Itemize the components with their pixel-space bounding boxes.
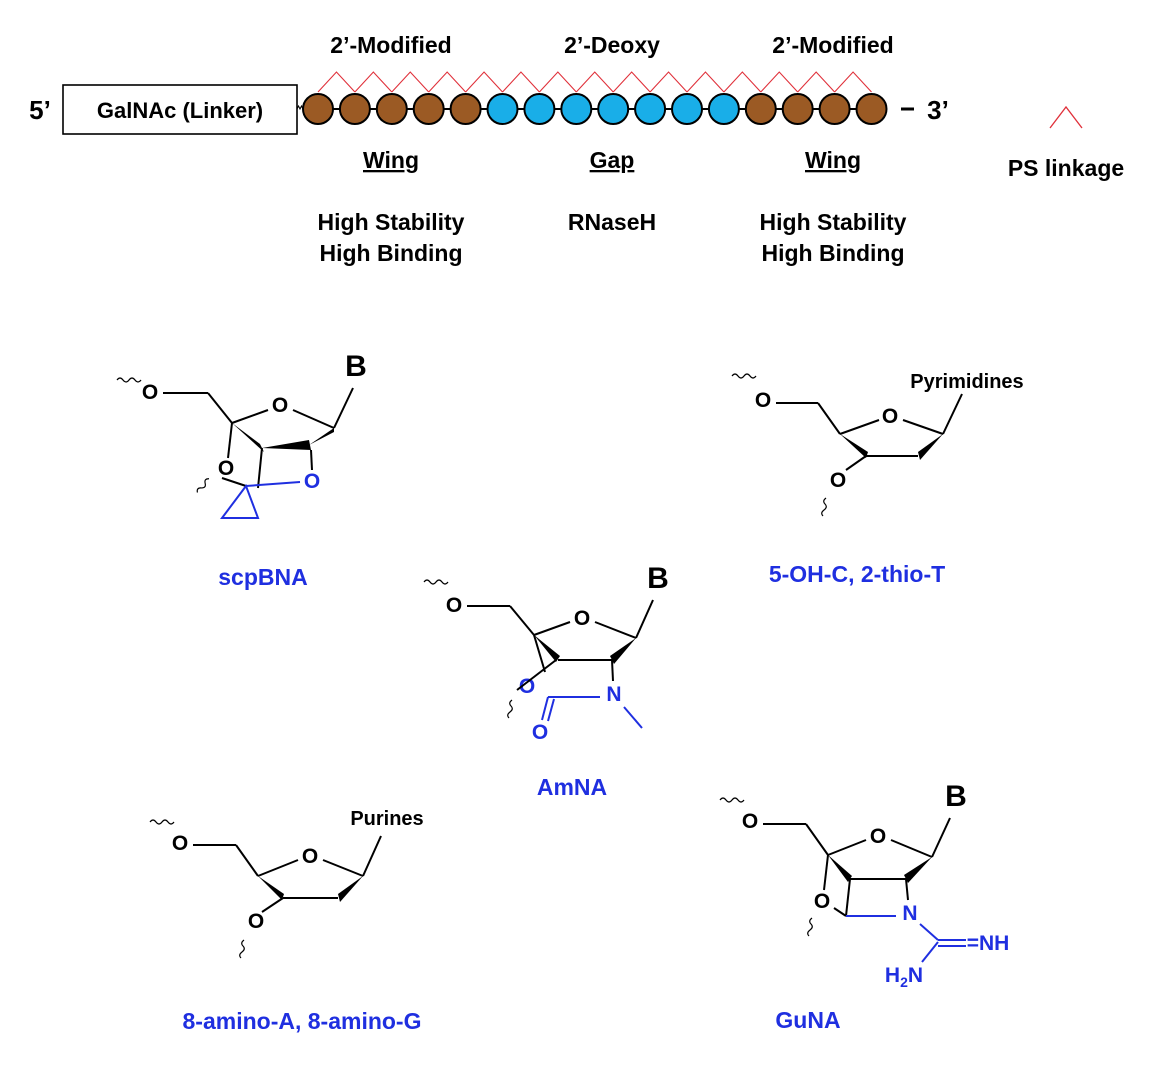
- three-prime-label: 3’: [927, 95, 949, 125]
- ps-linkage-zigzag: [317, 71, 872, 93]
- nucleotide-beads: [302, 93, 888, 125]
- ps-linkage: [723, 71, 762, 93]
- carbonyl-oxygen: O: [532, 721, 548, 744]
- ps-linkage-legend-icon: [1049, 105, 1083, 129]
- structure-pyrimidines: O O Pyrimidines O 5-OH-C, 2-thio-T: [731, 371, 1024, 587]
- wing-bead: [818, 93, 851, 125]
- o5-atom: O: [446, 594, 462, 617]
- region-left-desc1: High Stability: [318, 209, 465, 235]
- ps-linkage: [649, 71, 688, 93]
- caption-scpbna: scpBNA: [218, 564, 307, 590]
- ps-linkage: [834, 71, 872, 93]
- five-prime-label: 5’: [29, 95, 51, 125]
- wing-bead: [338, 93, 371, 125]
- structure-guna: O O B O N =NH H2N GuNA: [719, 780, 1010, 1033]
- gap-bead: [523, 93, 556, 125]
- ps-linkage: [354, 71, 393, 93]
- bridge-oxygen: O: [304, 470, 320, 493]
- structure-purines: O O Purines O 8-amino-A, 8-amino-G: [149, 808, 424, 1034]
- ps-linkage: [317, 71, 356, 93]
- region-right-name: Wing: [805, 147, 861, 173]
- ps-linkage: [502, 71, 540, 93]
- ring-oxygen: O: [302, 845, 318, 868]
- structure-amna: O O B O N O AmNA: [423, 562, 669, 800]
- bridge-oxygen: O: [814, 890, 830, 913]
- gap-bead: [486, 93, 519, 125]
- ps-linkage: [428, 71, 467, 93]
- ring-oxygen: O: [870, 825, 886, 848]
- region-middle-name: Gap: [590, 147, 635, 173]
- region-right-desc2: High Binding: [761, 240, 904, 266]
- linker-wave: [296, 104, 304, 111]
- o3-atom: O: [830, 469, 846, 492]
- gap-bead: [671, 93, 703, 125]
- ps-linkage: [760, 71, 799, 93]
- o3-atom: O: [218, 457, 234, 480]
- header-middle: 2’-Deoxy: [564, 32, 660, 58]
- ring-oxygen: O: [574, 607, 590, 630]
- strand-schematic: 2’-Modified 2’-Deoxy 2’-Modified 5’ GalN…: [29, 32, 1124, 266]
- caption-amna: AmNA: [537, 774, 607, 800]
- caption-pyrimidines: 5-OH-C, 2-thio-T: [769, 561, 945, 587]
- caption-guna: GuNA: [775, 1007, 840, 1033]
- cyclopropane: [220, 483, 260, 519]
- ps-linkage: [797, 71, 836, 93]
- base-label: Pyrimidines: [910, 371, 1023, 393]
- amine-h2n: H2N: [885, 964, 923, 990]
- amide-nitrogen: N: [606, 683, 621, 706]
- ring-nitrogen: N: [902, 902, 917, 925]
- o3-atom: O: [248, 910, 264, 933]
- caption-purines: 8-amino-A, 8-amino-G: [183, 1008, 422, 1034]
- region-right-desc1: High Stability: [760, 209, 907, 235]
- ring-oxygen: O: [882, 405, 898, 428]
- base-label: Purines: [350, 808, 423, 830]
- gap-bead: [707, 93, 740, 125]
- o5-atom: O: [172, 832, 188, 855]
- ps-linkage: [538, 71, 577, 93]
- imine-nh: =NH: [967, 932, 1010, 955]
- wing-bead: [302, 93, 334, 125]
- wing-bead: [412, 93, 445, 125]
- wing-bead: [855, 93, 888, 125]
- gap-bead: [597, 93, 630, 125]
- ring-oxygen: O: [272, 394, 288, 417]
- o5-atom: O: [755, 389, 771, 412]
- wing-bead: [375, 93, 408, 125]
- galnac-box: [62, 84, 298, 135]
- header-left: 2’-Modified: [330, 32, 451, 58]
- region-left-desc2: High Binding: [319, 240, 462, 266]
- gap-bead: [634, 93, 667, 125]
- wing-bead: [449, 93, 482, 125]
- o5-atom: O: [142, 381, 158, 404]
- base-label: B: [345, 350, 367, 383]
- galnac-label: GalNAc (Linker): [97, 98, 263, 123]
- header-right: 2’-Modified: [772, 32, 893, 58]
- base-label: B: [647, 562, 669, 595]
- o5-atom: O: [742, 810, 758, 833]
- bridge-oxygen: O: [519, 675, 535, 698]
- ps-linkage: [612, 71, 651, 93]
- ps-linkage: [391, 71, 430, 93]
- wing-bead: [744, 93, 777, 125]
- ps-linkage: [575, 71, 614, 93]
- ps-linkage: [465, 71, 503, 93]
- attachment-wave: [116, 377, 142, 383]
- base-label: B: [945, 780, 967, 813]
- wing-bead: [781, 93, 814, 125]
- ps-linkage: [686, 71, 725, 93]
- structure-scpbna: O O B O O scpBNA: [116, 350, 367, 590]
- gap-bead: [560, 93, 593, 125]
- region-middle-desc1: RNaseH: [568, 209, 656, 235]
- region-left-name: Wing: [363, 147, 419, 173]
- ps-linkage-legend-label: PS linkage: [1008, 155, 1124, 181]
